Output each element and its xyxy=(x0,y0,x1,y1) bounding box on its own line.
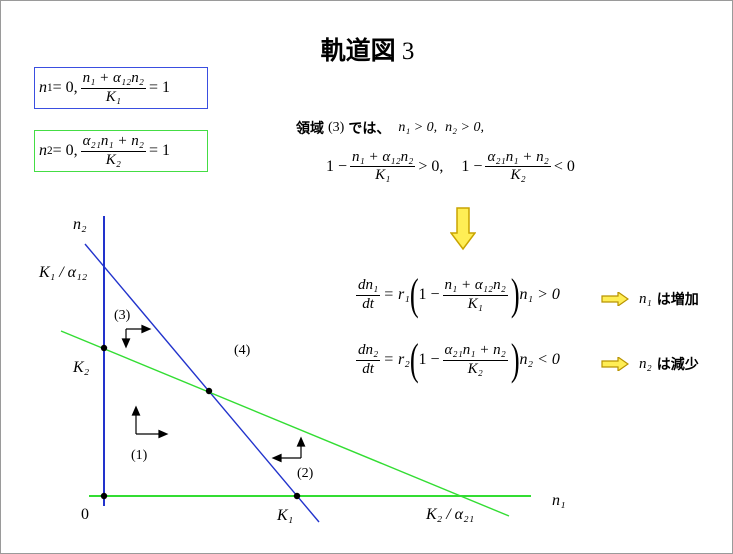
blue-frac-den: K₁ xyxy=(105,88,121,105)
k2-point xyxy=(100,344,108,352)
y-axis-label: n₂ xyxy=(73,216,87,233)
dn2-coef: = r₂ xyxy=(383,351,410,368)
ineq1-den: K₁ xyxy=(375,167,391,184)
dn2-lhs: dn₂ dt xyxy=(356,342,381,378)
dn2-inner-pre: 1 − xyxy=(418,351,440,368)
region1-arrows xyxy=(131,405,169,439)
region1-label: (1) xyxy=(131,448,148,463)
region4-label: (4) xyxy=(234,343,251,358)
green-frac-num: α₂₁n₁ + n₂ xyxy=(80,133,146,152)
n2-decrease-result: n₂ は減少 xyxy=(601,354,699,374)
ineq2-pre: 1 − xyxy=(461,157,483,175)
paren-open: ( xyxy=(409,335,419,384)
k1-over-a12-label: K₁ / α₁₂ xyxy=(39,264,88,281)
region-label-b: では、 xyxy=(348,121,391,137)
dn1-inner-num: n₁ + α₁₂n₂ xyxy=(442,277,508,296)
ineq2-post: < 0 xyxy=(553,157,575,175)
dn2-inner-den: K₂ xyxy=(467,360,483,377)
dn1-equation: dn₁ dt = r₁ ( 1 − n₁ + α₁₂n₂ K₁ ) n₁ > 0 xyxy=(353,273,560,317)
ineq1-post: > 0, xyxy=(418,157,444,175)
n2-result-text: は減少 xyxy=(656,357,699,373)
paren-close: ) xyxy=(510,335,520,384)
blue-prefix: n xyxy=(39,79,47,96)
k1-label: K₁ xyxy=(277,507,294,524)
region-inequalities: 1 − n₁ + α₁₂n₂ K₁ > 0, 1 − α₂₁n₁ + n₂ K₂… xyxy=(326,149,575,185)
dn2-inner-frac: α₂₁n₁ + n₂ K₂ xyxy=(442,342,508,378)
right-arrow-icon xyxy=(601,292,629,306)
region-cond1: n₁ > 0, xyxy=(398,120,438,135)
ineq1-fraction: n₁ + α₁₂n₂ K₁ xyxy=(350,149,416,185)
dn1-tail: n₁ > 0 xyxy=(519,286,560,303)
region2-arrows xyxy=(271,436,306,463)
intersection-point xyxy=(205,387,213,395)
dn1-lhs-num: dn₁ xyxy=(356,277,381,296)
k2-over-a21-label: K₂ / α₂₁ xyxy=(426,506,475,523)
green-prefix: n xyxy=(39,142,47,159)
dn2-lhs-den: dt xyxy=(362,360,374,377)
ineq2-num: α₂₁n₁ + n₂ xyxy=(485,149,551,168)
dn1-inner-frac: n₁ + α₁₂n₂ K₁ xyxy=(442,277,508,313)
region-label-a: 領域 xyxy=(296,121,324,137)
n1-result-text: は増加 xyxy=(656,292,699,308)
dn1-lhs-den: dt xyxy=(362,295,374,312)
blue-frac-num: n₁ + α₁₂n₂ xyxy=(80,70,146,89)
origin-point xyxy=(100,492,108,500)
green-frac-den: K₂ xyxy=(105,151,121,168)
green-fraction: α₂₁n₁ + n₂ K₂ xyxy=(80,133,146,169)
region3-arrows xyxy=(121,324,152,349)
k2-label: K₂ xyxy=(73,359,90,376)
x-axis-label: n₁ xyxy=(552,492,566,509)
blue-fraction: n₁ + α₁₂n₂ K₁ xyxy=(80,70,146,106)
ineq1-num: n₁ + α₁₂n₂ xyxy=(350,149,416,168)
dn1-inner-den: K₁ xyxy=(467,295,483,312)
n1-result-var: n₁ xyxy=(639,290,652,307)
blue-rhs: = 1 xyxy=(148,79,171,96)
dn2-equation: dn₂ dt = r₂ ( 1 − α₂₁n₁ + n₂ K₂ ) n₂ < 0 xyxy=(353,338,560,382)
blue-eq0: = 0, xyxy=(52,79,78,96)
ineq2-fraction: α₂₁n₁ + n₂ K₂ xyxy=(485,149,551,185)
paren-close: ) xyxy=(510,270,520,319)
dn1-coef: = r₁ xyxy=(383,286,410,303)
green-eq0: = 0, xyxy=(52,142,78,159)
n2-isocline-line xyxy=(60,330,510,517)
title-jp: 軌道図 xyxy=(320,36,396,65)
dn2-lhs-num: dn₂ xyxy=(356,342,381,361)
region-cond2: n₂ > 0, xyxy=(445,120,484,135)
n1-isocline-line xyxy=(84,243,320,523)
region-condition: 領域 (3) では、 n₁ > 0, n₂ > 0, xyxy=(296,118,484,138)
k1-point xyxy=(293,492,301,500)
region3-label: (3) xyxy=(114,308,131,323)
dn1-lhs: dn₁ dt xyxy=(356,277,381,313)
green-rhs: = 1 xyxy=(148,142,171,159)
dn2-tail: n₂ < 0 xyxy=(519,351,560,368)
down-arrow-icon xyxy=(450,207,476,251)
n2-result-var: n₂ xyxy=(639,355,652,372)
ineq2-den: K₂ xyxy=(510,167,526,184)
origin-label: 0 xyxy=(81,506,89,523)
region2-label: (2) xyxy=(297,466,314,481)
paren-open: ( xyxy=(409,270,419,319)
region-label-num: (3) xyxy=(328,120,345,135)
title-number: 3 xyxy=(401,38,415,65)
dn2-inner-num: α₂₁n₁ + n₂ xyxy=(442,342,508,361)
dn1-inner-pre: 1 − xyxy=(418,286,440,303)
right-arrow-icon xyxy=(601,357,629,371)
n1-increase-result: n₁ は増加 xyxy=(601,289,699,309)
ineq1-pre: 1 − xyxy=(326,157,348,175)
page-title: 軌道図 3 xyxy=(1,31,732,67)
